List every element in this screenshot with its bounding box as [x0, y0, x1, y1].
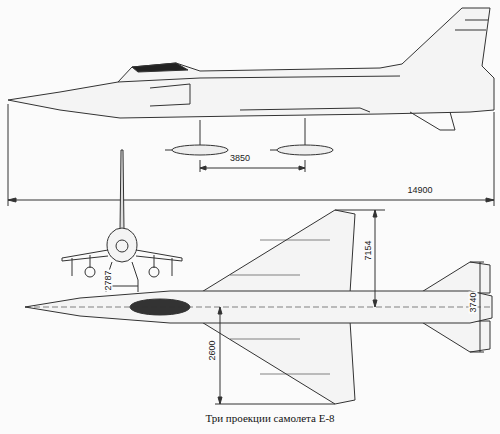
figure-caption: Три проекции самолета Е-8 [205, 412, 334, 424]
top-view [25, 210, 492, 404]
front-view [62, 150, 182, 292]
dimension-label: 2787 [104, 269, 113, 291]
dimension-label: 3740 [469, 291, 478, 313]
dimension-label: 14900 [406, 186, 433, 195]
side-view [8, 8, 494, 206]
dimension-label: 2600 [208, 339, 217, 361]
dimension-label: 3850 [229, 154, 251, 163]
dimension-label: 7154 [364, 239, 373, 261]
